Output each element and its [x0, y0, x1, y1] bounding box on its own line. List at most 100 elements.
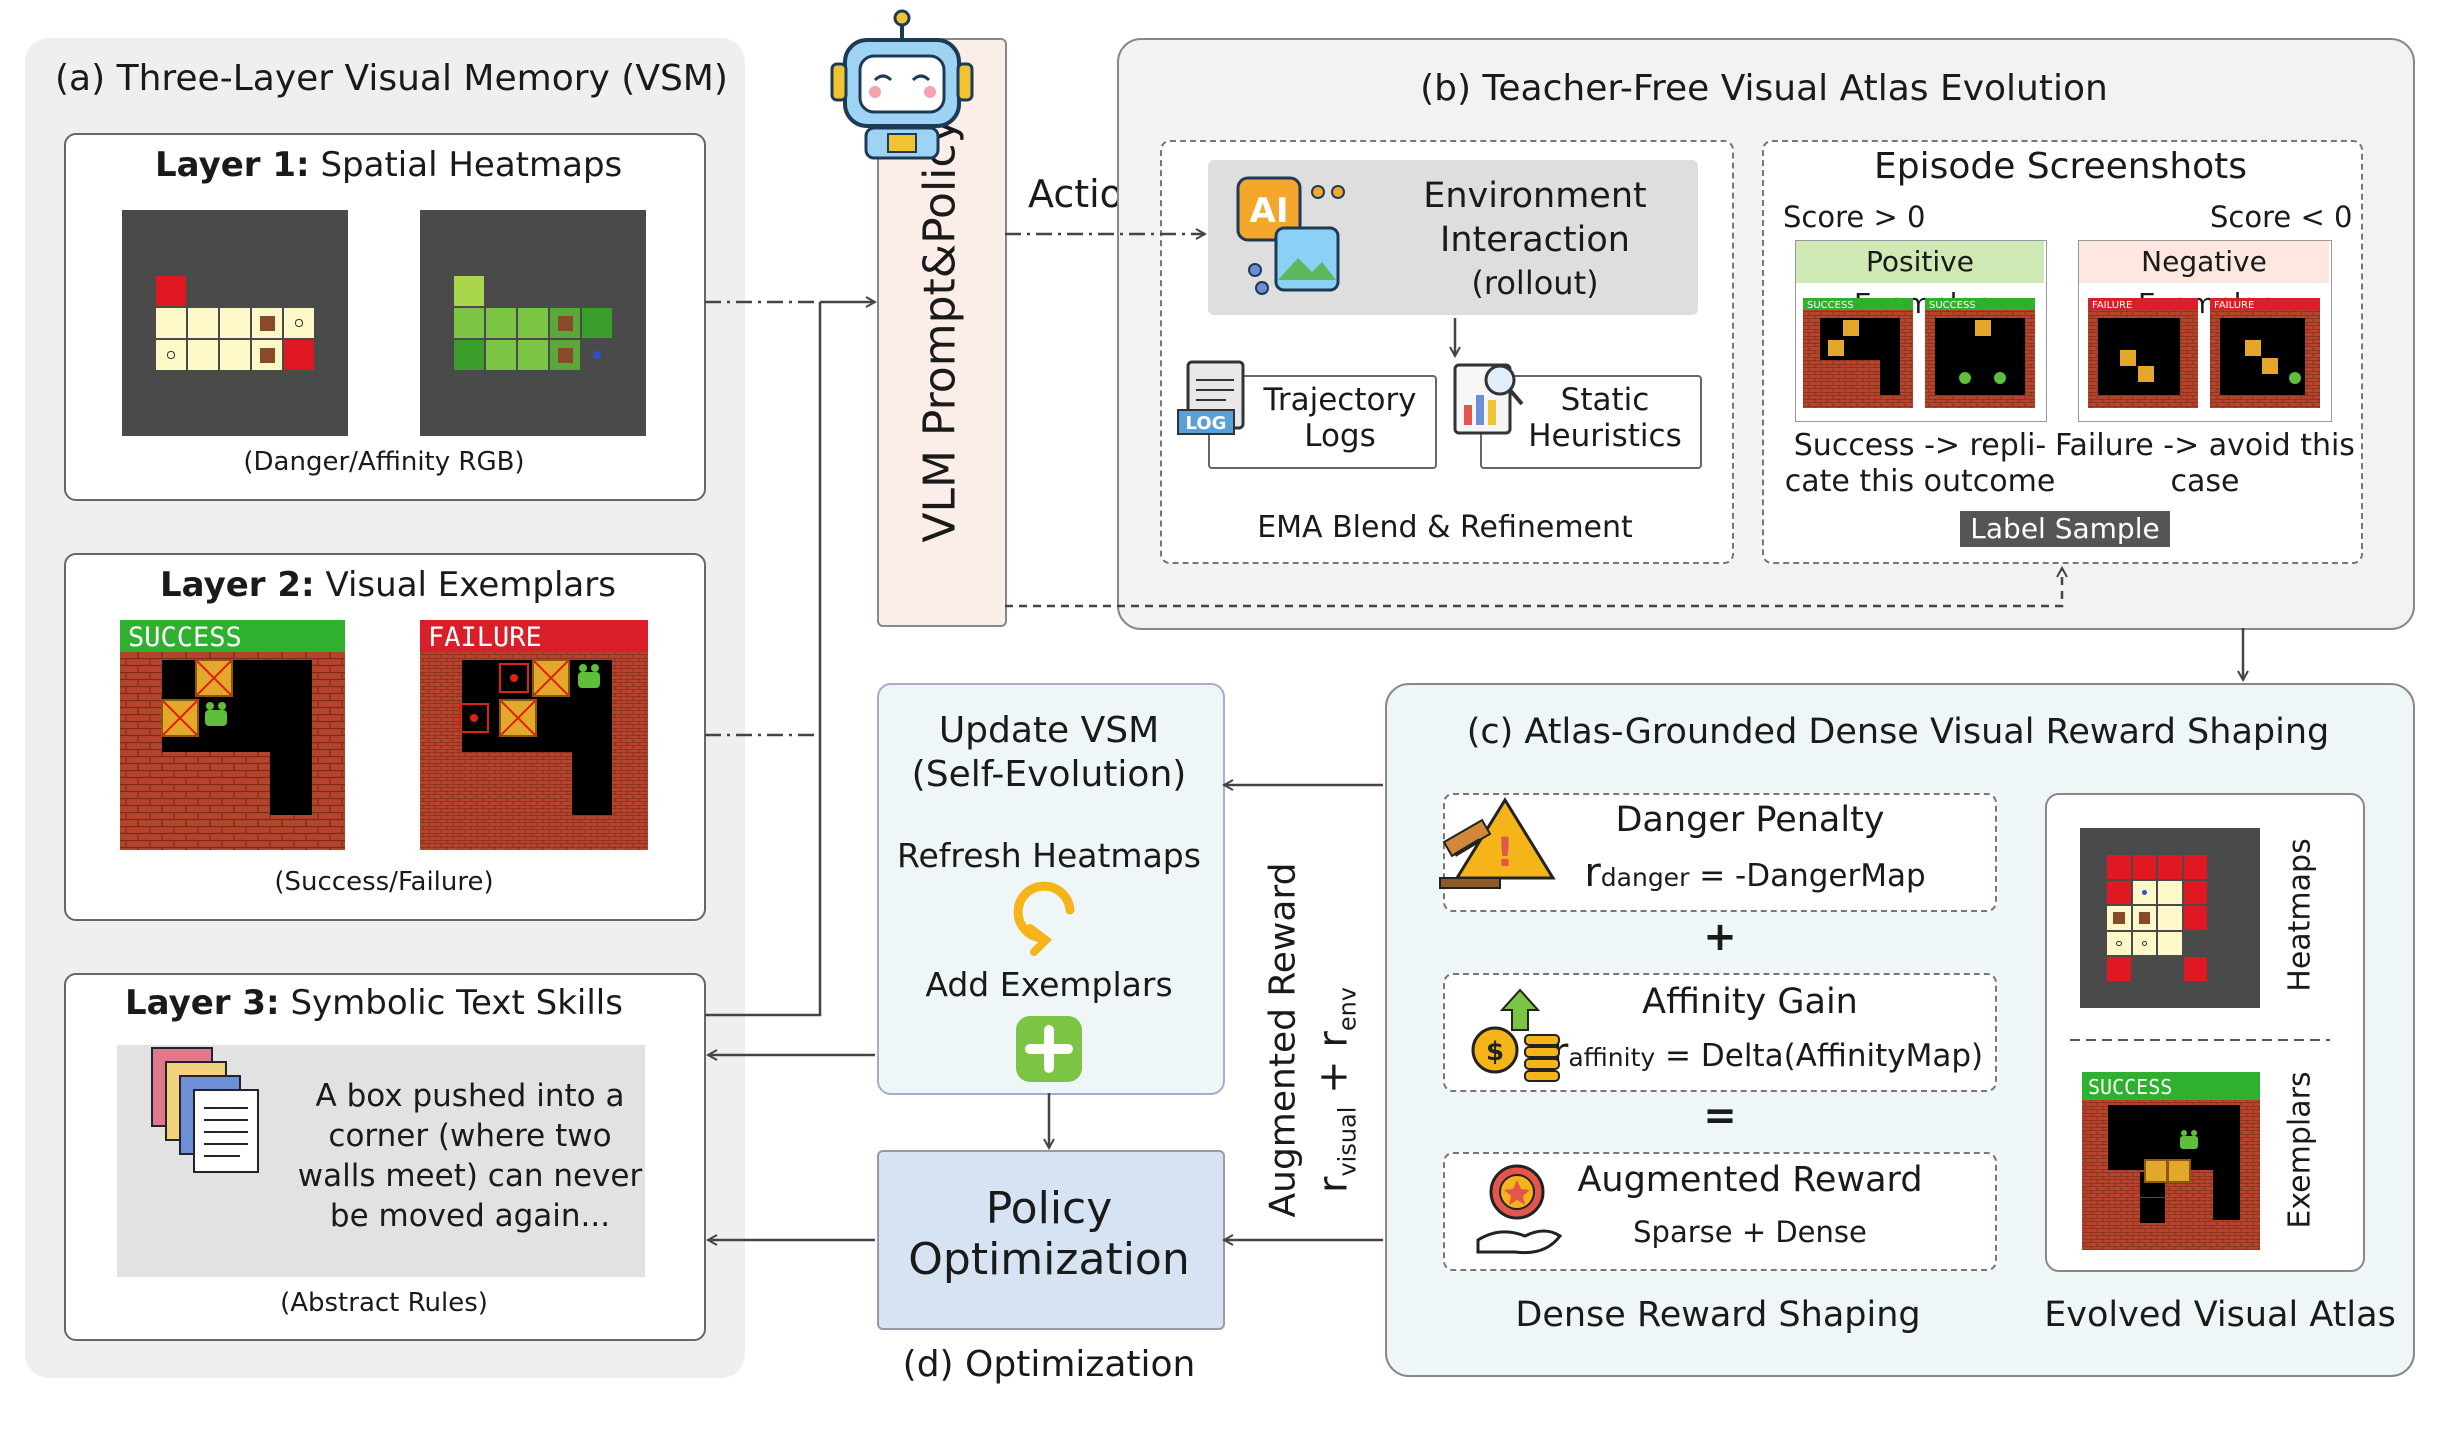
- danger-heatmap: [122, 210, 348, 436]
- heatmap-cell: [518, 244, 548, 274]
- heatmap-cell: [2132, 830, 2157, 854]
- layer3-title: Symbolic Text Skills: [290, 983, 623, 1023]
- rule-line-2: corner (where two: [328, 1118, 612, 1154]
- heatmap-cell: [2107, 931, 2131, 956]
- heatmap-cell: [614, 404, 644, 434]
- heatmap-cell: [284, 308, 314, 338]
- heatmap-cell: [156, 244, 186, 274]
- rule-line-3: walls meet) can never: [297, 1158, 643, 1194]
- optimization-caption: (d) Optimization: [902, 1344, 1196, 1385]
- heatmap-cell: [2082, 855, 2106, 879]
- aug-sub: Sparse + Dense: [1633, 1215, 1867, 1249]
- add-exemplars-label: Add Exemplars: [925, 965, 1173, 1004]
- affinity-heatmap: [420, 210, 646, 436]
- heatmap-cell: [454, 276, 484, 306]
- heatmap-cell: [156, 340, 186, 370]
- rule-line-1: A box pushed into a: [315, 1078, 625, 1114]
- heatmap-cell: [2183, 830, 2208, 854]
- heatmap-cell: [2132, 982, 2157, 1006]
- heatmap-cell: [220, 340, 250, 370]
- neg-desc-2: case: [2170, 464, 2240, 499]
- heatmap-cell: [2132, 931, 2157, 956]
- heatmap-cell: [2183, 931, 2208, 956]
- heatmap-cell: [252, 308, 282, 338]
- heatmap-cell: [188, 372, 218, 402]
- plus-sign: +: [1703, 914, 1737, 960]
- heatmap-cell: [582, 212, 612, 242]
- negative-exemplar-card: [2078, 240, 2332, 422]
- heatmap-cell: [614, 340, 644, 370]
- log-icon: LOG: [1177, 360, 1245, 435]
- heatmap-cell: [582, 276, 612, 306]
- danger-title: Danger Penalty: [1615, 800, 1885, 840]
- update-line-1: Update VSM: [938, 710, 1160, 751]
- heatmap-cell: [220, 244, 250, 274]
- layer2-caption: (Success/Failure): [274, 867, 494, 897]
- affinity-sub: affinity: [1568, 1043, 1656, 1072]
- heatmap-cell: [550, 404, 580, 434]
- heatmap-cell: [316, 372, 346, 402]
- pos-desc-1: Success -> repli-: [1793, 428, 2047, 463]
- heatmap-cell: [284, 404, 314, 434]
- heatmap-cell: [486, 340, 516, 370]
- heatmap-cell: [284, 340, 314, 370]
- score-pos: Score > 0: [1783, 200, 1926, 234]
- heatmap-cell: [518, 276, 548, 306]
- heatmap-cell: [252, 372, 282, 402]
- heatmap-cell: [252, 276, 282, 306]
- score-neg: Score < 0: [2210, 200, 2353, 234]
- heatmap-cell: [422, 276, 452, 306]
- heatmap-cell: [486, 212, 516, 242]
- heatmap-cell: [316, 244, 346, 274]
- heatmap-cell: [284, 244, 314, 274]
- heatmap-cell: [486, 404, 516, 434]
- heatmap-cell: [188, 404, 218, 434]
- heatmap-cell: [518, 404, 548, 434]
- heatmap-cell: [316, 212, 346, 242]
- layer2-title: Visual Exemplars: [325, 565, 616, 605]
- affinity-rhs: = Delta(AffinityMap): [1655, 1038, 1984, 1074]
- layer3-head: Layer 3:: [125, 983, 280, 1023]
- danger-sub: danger: [1600, 863, 1690, 892]
- svg-text:!: !: [1496, 830, 1514, 876]
- mini-f2: FAILURE: [2214, 300, 2254, 311]
- layer2-head: Layer 2:: [160, 565, 315, 605]
- heatmap-cell: [2132, 855, 2157, 879]
- heatmap-cell: [188, 340, 218, 370]
- heatmap-cell: [454, 404, 484, 434]
- heatmap-cell: [188, 276, 218, 306]
- heatmap-cell: [422, 372, 452, 402]
- static-heuristics-box: [1480, 375, 1702, 469]
- heatmap-cell: [2158, 931, 2182, 956]
- layer2-heading: Layer 2: Visual Exemplars: [160, 565, 616, 605]
- policy-line-2: Optimization: [908, 1234, 1190, 1285]
- heatmap-cell: [518, 372, 548, 402]
- layer3-heading: Layer 3: Symbolic Text Skills: [125, 983, 623, 1023]
- heatmap-cell: [284, 276, 314, 306]
- heatmap-cell: [220, 404, 250, 434]
- equals-sign: =: [1703, 1093, 1737, 1139]
- static-line-2: Heuristics: [1528, 418, 1682, 454]
- mini-s1: SUCCESS: [1807, 300, 1854, 311]
- panel-b-title: (b) Teacher-Free Visual Atlas Evolution: [1420, 68, 2108, 109]
- heatmap-cell: [2234, 880, 2258, 905]
- heatmap-cell: [2209, 931, 2233, 956]
- heatmap-cell: [156, 308, 186, 338]
- heatmap-cell: [252, 340, 282, 370]
- affinity-formula: raffinity = Delta(AffinityMap): [1545, 1030, 1990, 1076]
- svg-text:AI: AI: [1250, 191, 1289, 231]
- heatmap-cell: [2234, 931, 2258, 956]
- panel-a-title: (a) Three-Layer Visual Memory (VSM): [55, 58, 728, 99]
- positive-exemplar-header: Positive Exemplar: [1796, 241, 2044, 320]
- heatmap-cell: [454, 212, 484, 242]
- heatmap-cell: [2132, 880, 2157, 905]
- atlas-heatmap: [2080, 828, 2260, 1008]
- heatmap-cell: [2209, 906, 2233, 930]
- heatmap-cell: [582, 404, 612, 434]
- heatmap-cell: [252, 244, 282, 274]
- static-line-1: Static: [1560, 382, 1650, 418]
- rule-line-4: be moved again...: [329, 1198, 611, 1234]
- layer3-caption: (Abstract Rules): [280, 1288, 488, 1318]
- atlas-success: SUCCESS: [2088, 1075, 2172, 1099]
